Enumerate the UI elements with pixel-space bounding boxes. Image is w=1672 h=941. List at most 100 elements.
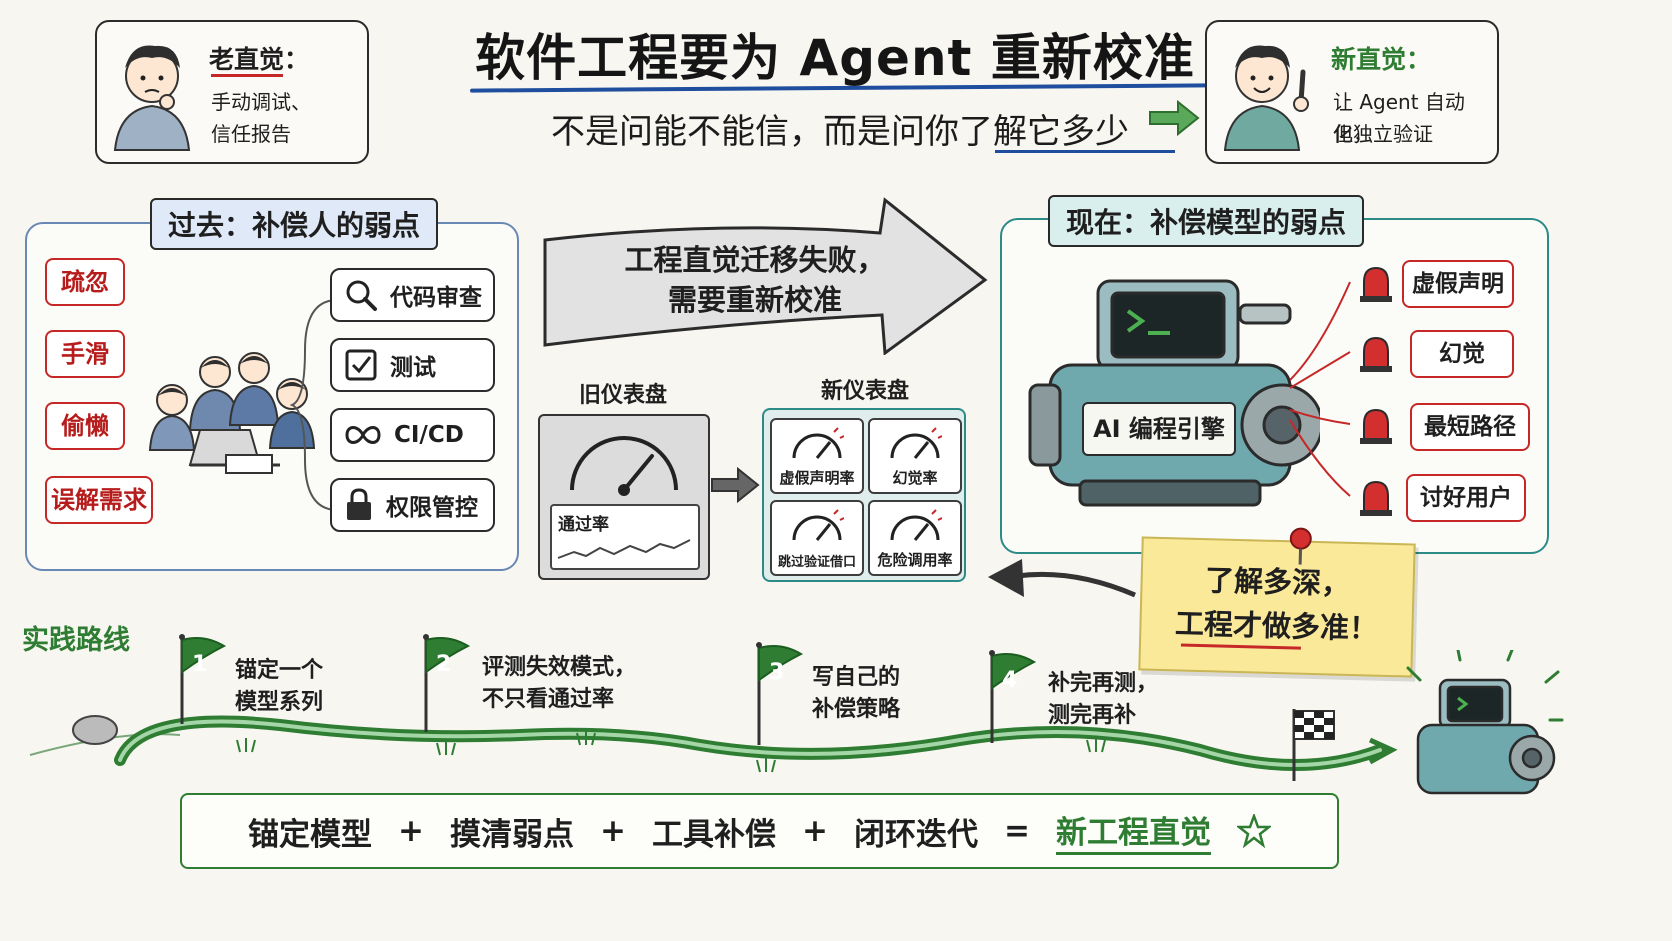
siren-icon (1360, 336, 1392, 372)
formula-result: 新工程直觉 (1055, 807, 1211, 855)
pass-rate-chart: 通过率 (550, 504, 700, 570)
trend-line-icon (557, 539, 691, 559)
arrow-text: 工程直觉迁移失败， 需要重新校准 (575, 240, 935, 320)
star-icon (1236, 814, 1271, 848)
old-intuition-head: 老直觉： (209, 45, 310, 74)
new-intuition-line1: 让 Agent 自动化， (1333, 90, 1465, 146)
step-3-number: 3 (769, 660, 785, 685)
small-ai-engine-icon (1406, 650, 1564, 795)
step-2-line2: 不只看通过率 (482, 687, 615, 712)
gauge-false-claims: 虚假声明率 (770, 418, 864, 494)
new-dashboard-label: 新仪表盘 (820, 379, 909, 404)
past-panel-label: 过去：补偿人的弱点 (150, 198, 439, 250)
formula-plus-2: + (600, 813, 626, 849)
pushpin-icon (1289, 527, 1312, 565)
past-weakness-4: 误解需求 (45, 476, 153, 524)
step-4-text: 补完再测， 测完再补 (1048, 668, 1158, 732)
tool-code-review: 代码审查 (330, 268, 495, 322)
sticky-note: 了解多深， 工程才做多准！ (1138, 527, 1416, 678)
step-2-line1: 评测失效模式， (482, 655, 637, 680)
gauge-skip-verify: 跳过验证借口 (770, 500, 864, 576)
checkered-flag-icon (1292, 709, 1335, 781)
step-3-line1: 写自己的 (812, 665, 901, 690)
formula-term-2: 摸清弱点 (450, 816, 575, 853)
new-intuition-head: 新直觉： (1331, 45, 1432, 74)
gauge-dangerous-calls-label: 危险调用率 (877, 551, 953, 569)
tool-cicd-label: CI/CD (394, 422, 464, 448)
tool-testing: 测试 (330, 338, 495, 392)
formula-term-4: 闭环迭代 (853, 816, 978, 853)
gauge-skip-verify-label: 跳过验证借口 (777, 555, 856, 570)
lock-icon (347, 488, 371, 520)
page-subtitle: 不是问能不能信，而是问你了解它多少 (551, 112, 1129, 152)
formula-box: 锚定模型 + 摸清弱点 + 工具补偿 + 闭环迭代 = 新工程直觉 (180, 793, 1339, 869)
flag-4-icon (989, 650, 1037, 743)
formula-term-3: 工具补偿 (652, 816, 776, 853)
step-3-line2: 补偿策略 (812, 697, 901, 722)
step-2-text: 评测失效模式， 不只看通过率 (482, 652, 636, 716)
arrow-text-line2: 需要重新校准 (667, 283, 842, 317)
new-intuition-card: 新直觉： 让 Agent 自动化， 但独立验证 (1205, 20, 1499, 164)
tool-cicd: CI/CD (330, 408, 495, 462)
step-4-line1: 补完再测， (1048, 671, 1159, 696)
model-weakness-1: 虚假声明 (1402, 260, 1514, 308)
gauge-dangerous-calls: 危险调用率 (868, 500, 962, 576)
formula-plus-3: + (802, 813, 828, 849)
roadmap-path (29, 715, 1398, 773)
checkbox-icon (345, 349, 377, 381)
ai-engine-icon (1028, 279, 1320, 507)
old-dashboard-label: 旧仪表盘 (578, 383, 667, 408)
step-3-text: 写自己的 补偿策略 (812, 662, 900, 726)
step-1-line2: 模型系列 (235, 690, 324, 715)
siren-icon (1360, 480, 1392, 516)
tools-bracket (290, 299, 336, 511)
tool-permissions-label: 权限管控 (386, 495, 478, 521)
roadmap-label: 实践路线 (22, 625, 130, 656)
speedometer-icon (570, 436, 678, 496)
step-1-number: 1 (192, 652, 208, 677)
old-head-underline (211, 74, 283, 77)
now-panel-label: 现在：补偿模型的弱点 (1048, 195, 1365, 247)
magnifier-icon (346, 280, 377, 311)
step-4-number: 4 (1002, 668, 1018, 693)
connector-lines (1290, 281, 1351, 497)
big-right-arrow (543, 197, 988, 355)
past-weakness-3: 偷懒 (45, 402, 125, 450)
step-2-number: 2 (436, 652, 452, 677)
model-weakness-4: 讨好用户 (1406, 474, 1526, 522)
siren-icon (1360, 408, 1392, 444)
formula-term-1: 锚定模型 (248, 816, 373, 853)
gauge-false-claims-label: 虚假声明率 (779, 469, 855, 487)
siren-icon (1360, 266, 1392, 302)
engine-label: AI 编程引擎 (1082, 402, 1236, 456)
gauge-icon (792, 427, 844, 459)
formula-equals: = (1003, 813, 1030, 849)
tool-testing-label: 测试 (390, 355, 436, 381)
past-weakness-2: 手滑 (45, 330, 125, 378)
dashboard-arrow-icon (711, 466, 760, 504)
right-arrow-icon (1149, 99, 1200, 137)
sticky-text: 了解多深， 工程才做多准！ (1141, 538, 1414, 651)
step-1-line1: 锚定一个 (235, 658, 324, 683)
new-intuition-line2: 但独立验证 (1333, 122, 1433, 146)
subtitle-underline (995, 150, 1175, 153)
gauge-hallucination: 幻觉率 (868, 418, 962, 494)
past-weakness-1: 疏忽 (45, 258, 125, 306)
confused-person-icon (113, 45, 191, 151)
page-title: 软件工程要为 Agent 重新校准 (475, 29, 1195, 87)
tool-code-review-label: 代码审查 (390, 285, 482, 311)
step-4-line2: 测完再补 (1048, 703, 1137, 728)
new-dashboard: 虚假声明率 幻觉率 跳过验证借口 危险调用率 (762, 408, 966, 582)
pass-rate-label: 通过率 (558, 515, 609, 535)
old-intuition-line1: 手动调试、 (211, 90, 311, 114)
gauge-icon (792, 509, 844, 541)
old-intuition-line2: 信任报告 (211, 122, 291, 146)
arrow-text-line1: 工程直觉迁移失败， (624, 243, 886, 277)
gauge-icon (890, 509, 942, 541)
step-1-text: 锚定一个 模型系列 (235, 655, 323, 719)
model-weakness-3: 最短路径 (1410, 403, 1530, 451)
flag-1-icon (179, 634, 227, 724)
flag-3-icon (756, 642, 804, 745)
tool-permissions: 权限管控 (330, 478, 495, 532)
idea-person-icon (1223, 45, 1309, 151)
